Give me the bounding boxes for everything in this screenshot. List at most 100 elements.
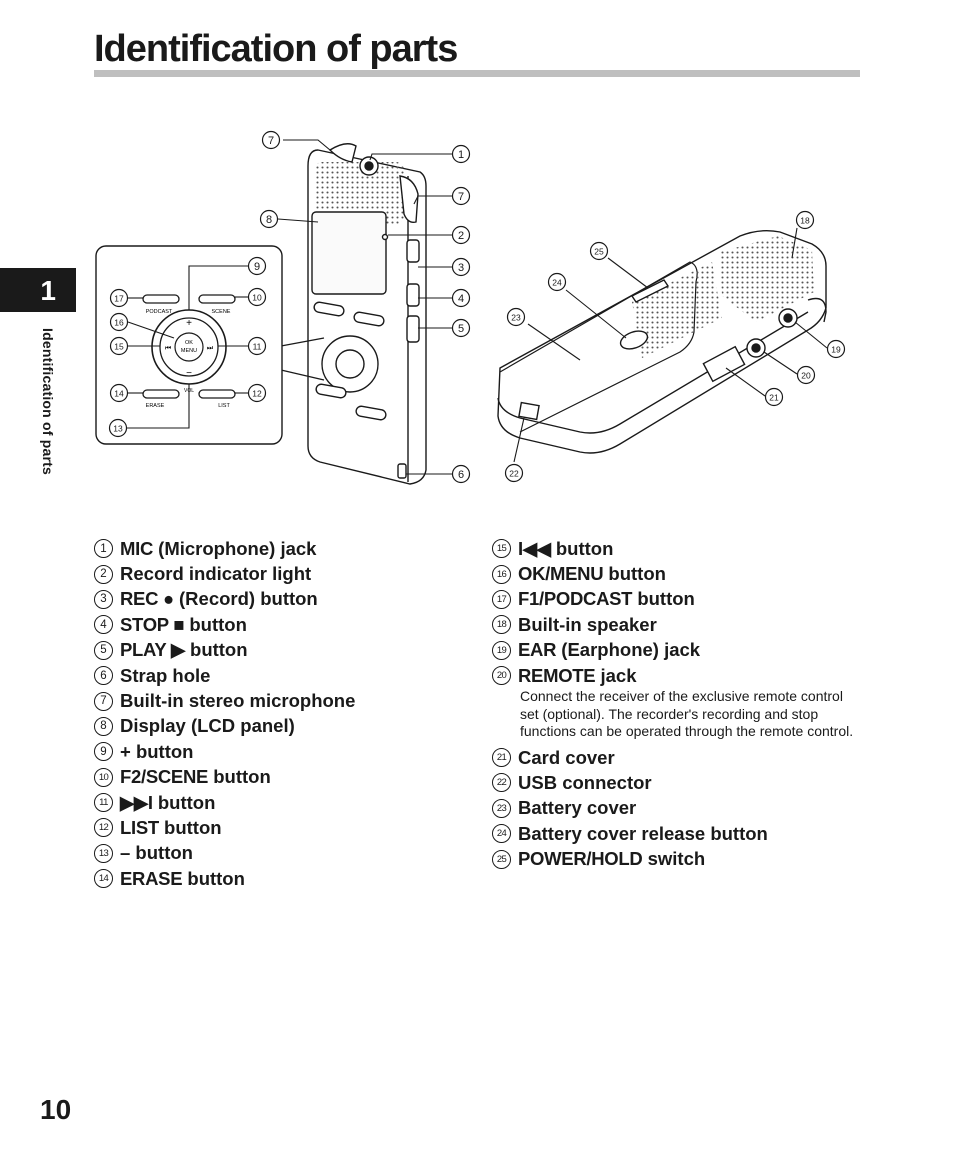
- svg-text:24: 24: [552, 278, 562, 288]
- callout-7: 7: [451, 186, 471, 206]
- part-number-badge: 4: [94, 615, 113, 635]
- rewind-icon: ⏮: [165, 344, 171, 352]
- part-label: + button: [120, 740, 194, 762]
- svg-text:20: 20: [801, 371, 811, 381]
- callout-2: 2: [451, 225, 471, 245]
- svg-text:8: 8: [266, 214, 272, 226]
- part-number-badge: 5: [94, 640, 113, 660]
- part-label: button: [184, 639, 248, 661]
- part-label: button: [184, 613, 247, 635]
- svg-text:19: 19: [831, 345, 841, 355]
- callout-8: 8: [259, 209, 279, 229]
- svg-text:22: 22: [509, 469, 519, 479]
- callout-24: 24: [547, 272, 567, 292]
- part-keyword: REMOTE: [518, 664, 596, 686]
- part-number-badge: 17: [492, 589, 511, 609]
- part-number-badge: 16: [492, 564, 511, 584]
- part-number-badge: 20: [492, 666, 511, 686]
- svg-text:18: 18: [800, 216, 810, 226]
- part-item-16: 16 OK/MENU button: [492, 561, 862, 586]
- svg-text:13: 13: [113, 424, 123, 434]
- recorder-rear-view: [497, 229, 827, 454]
- part-label: Display (LCD panel): [120, 715, 295, 737]
- callout-12: 12: [247, 383, 267, 403]
- part-keyword: STOP ■: [120, 613, 185, 635]
- svg-text:4: 4: [458, 293, 464, 305]
- part-item-13: 13– button: [94, 841, 474, 866]
- part-label: switch: [642, 848, 706, 870]
- part-label: button: [158, 816, 222, 838]
- callout-11: 11: [247, 336, 267, 356]
- callout-leader-lines: [126, 139, 828, 475]
- recorder-front-view: [307, 143, 427, 485]
- callout-22: 22: [504, 463, 524, 483]
- callout-15: 15: [109, 336, 129, 356]
- part-label: – button: [120, 842, 193, 864]
- part-number-badge: 8: [94, 716, 113, 736]
- part-label: jack: [595, 664, 637, 686]
- page-number: 10: [40, 1094, 72, 1125]
- part-number-badge: 3: [94, 589, 113, 609]
- part-keyword: OK/MENU: [518, 563, 604, 585]
- chapter-tab: 1: [0, 268, 76, 312]
- part-number-badge: 19: [492, 640, 511, 660]
- callout-7-top: 7: [261, 130, 281, 150]
- part-label: button: [152, 791, 216, 813]
- svg-text:15: 15: [114, 342, 124, 352]
- list-label: LIST: [218, 403, 230, 409]
- svg-text:5: 5: [458, 323, 464, 335]
- part-keyword: ▶▶I: [120, 791, 153, 813]
- svg-text:23: 23: [511, 313, 521, 323]
- part-keyword: F1/PODCAST: [518, 588, 633, 610]
- svg-text:25: 25: [594, 247, 604, 257]
- title-rule: [94, 70, 860, 77]
- page-title: Identification of parts: [94, 28, 458, 70]
- part-item-9: 9 + button: [94, 739, 474, 764]
- part-keyword: I◀◀: [518, 537, 551, 559]
- ok-label: OK: [185, 340, 193, 346]
- part-keyword: F2/SCENE: [120, 766, 209, 788]
- part-keyword: MIC: [120, 537, 154, 559]
- part-item-21: 21 Card cover: [492, 745, 862, 770]
- part-number-badge: 1: [94, 539, 113, 559]
- part-label: (Record) button: [173, 588, 318, 610]
- callout-numbers: 7 1 7 8 2 3 4 5 6 9 10 11 12 13 14 15 16…: [108, 130, 846, 484]
- part-label: button: [632, 588, 695, 610]
- part-label: Built-in stereo microphone: [120, 690, 356, 712]
- part-item-4: 4 STOP ■ button: [94, 612, 474, 637]
- parts-diagram: OK MENU + − VOL ⏮ ⏭ PODCAST SCENE ERASE …: [95, 130, 846, 485]
- part-item-8: 8 Display (LCD panel): [94, 714, 474, 739]
- callout-18: 18: [795, 210, 815, 230]
- callout-14: 14: [109, 383, 129, 403]
- svg-text:2: 2: [458, 230, 464, 242]
- part-number-badge: 21: [492, 748, 511, 768]
- svg-text:10: 10: [252, 293, 262, 303]
- callout-16: 16: [109, 312, 129, 332]
- menu-label: MENU: [181, 348, 197, 354]
- svg-text:7: 7: [458, 191, 464, 203]
- minus-glyph: −: [186, 368, 192, 379]
- callout-5: 5: [451, 318, 471, 338]
- part-number-badge: 10: [94, 767, 113, 787]
- svg-text:21: 21: [769, 393, 779, 403]
- part-number-badge: 11: [94, 793, 113, 813]
- part-label: Strap hole: [120, 664, 211, 686]
- part-number-badge: 23: [492, 798, 511, 818]
- podcast-label: PODCAST: [146, 309, 173, 315]
- part-label: button: [603, 563, 666, 585]
- svg-text:1: 1: [458, 149, 464, 161]
- part-number-badge: 9: [94, 742, 113, 762]
- callout-23: 23: [506, 307, 526, 327]
- part-number-badge: 24: [492, 824, 511, 844]
- svg-text:11: 11: [253, 342, 262, 352]
- part-label: Card cover: [518, 746, 615, 768]
- svg-text:3: 3: [458, 262, 464, 274]
